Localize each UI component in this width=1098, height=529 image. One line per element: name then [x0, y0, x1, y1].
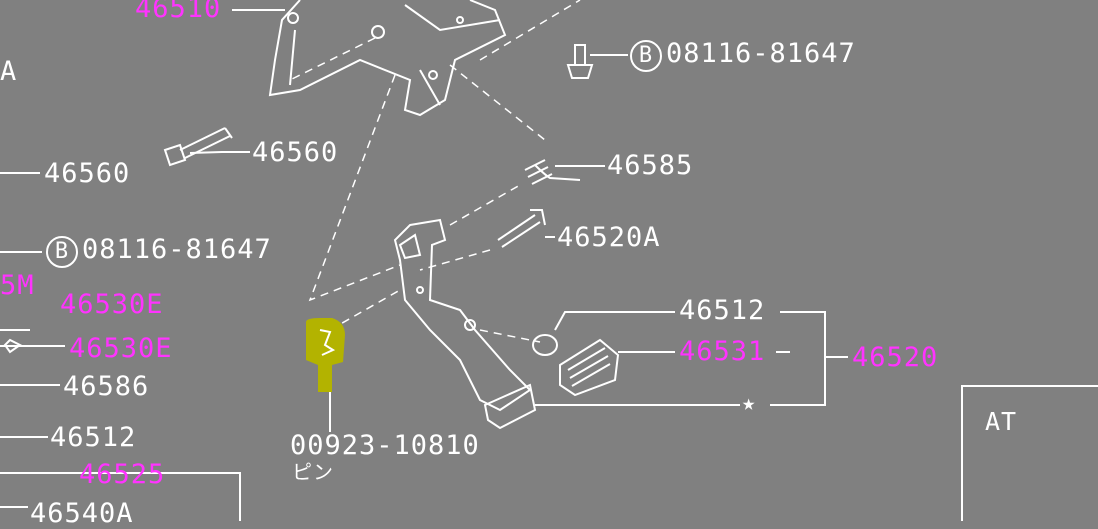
bolt-top: [566, 44, 594, 79]
label-46531[interactable]: 46531: [679, 336, 766, 367]
at-box: [961, 385, 1098, 521]
star-marker: ★: [742, 391, 756, 416]
label-A: A: [0, 56, 18, 87]
label-5M[interactable]: 5M: [0, 270, 35, 301]
label-46525[interactable]: 46525: [79, 459, 166, 490]
pedal-pad-46531: [559, 338, 620, 397]
circle-b-icon: B: [46, 236, 78, 268]
label-46520[interactable]: 46520: [852, 342, 939, 373]
label-46560-b[interactable]: 46560: [44, 158, 131, 189]
bolt-46560: [163, 127, 231, 167]
label-46512-b[interactable]: 46512: [50, 422, 137, 453]
label-46530E-a[interactable]: 46530E: [60, 289, 164, 320]
label-46540A[interactable]: 46540A: [30, 498, 134, 529]
pedal-arm: [393, 218, 532, 412]
label-pin-number[interactable]: 00923-10810: [290, 430, 480, 461]
at-box-label: AT: [985, 407, 1018, 436]
pin-highlight: [306, 318, 345, 392]
spring-46585: [524, 159, 581, 185]
bolt-ref-top-number: 08116-81647: [666, 38, 856, 69]
label-46512-a[interactable]: 46512: [679, 295, 766, 326]
circle-b-icon: B: [630, 40, 662, 72]
label-46520A[interactable]: 46520A: [557, 222, 661, 253]
label-46510[interactable]: 46510: [135, 0, 222, 24]
label-46586[interactable]: 46586: [63, 371, 150, 402]
bolt-46520A: [497, 209, 546, 248]
label-46530E-b[interactable]: 46530E: [69, 333, 173, 364]
label-pin-name: ピン: [292, 460, 334, 484]
stopper-46512: [532, 334, 558, 356]
bolt-ref-left-number: 08116-81647: [82, 234, 272, 265]
bracket-46510: [268, 0, 507, 117]
label-46585[interactable]: 46585: [607, 150, 694, 181]
label-46560-a[interactable]: 46560: [252, 137, 339, 168]
